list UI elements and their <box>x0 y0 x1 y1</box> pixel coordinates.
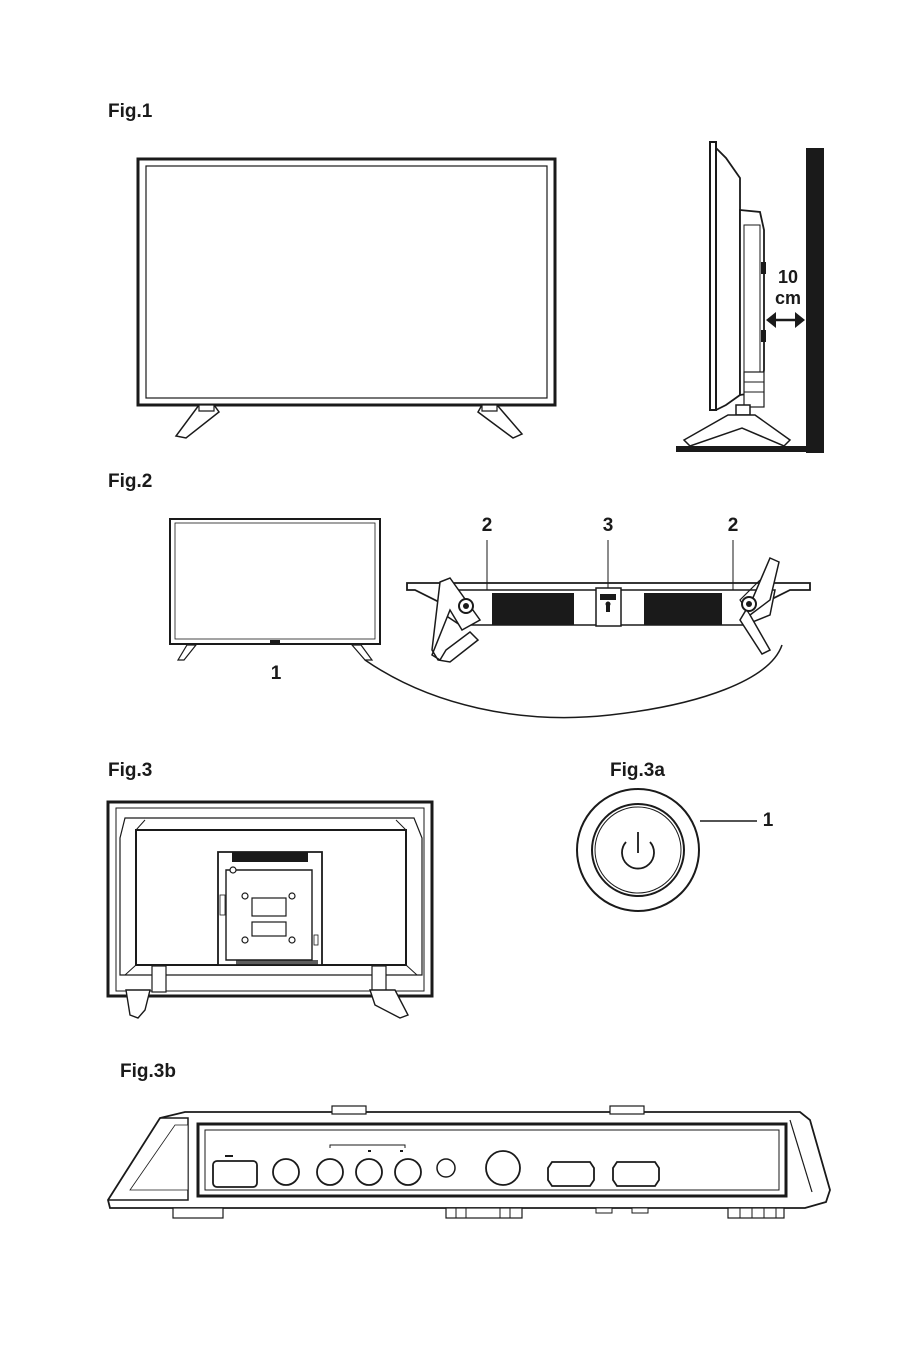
fig3b-connector-panel <box>0 0 914 1362</box>
